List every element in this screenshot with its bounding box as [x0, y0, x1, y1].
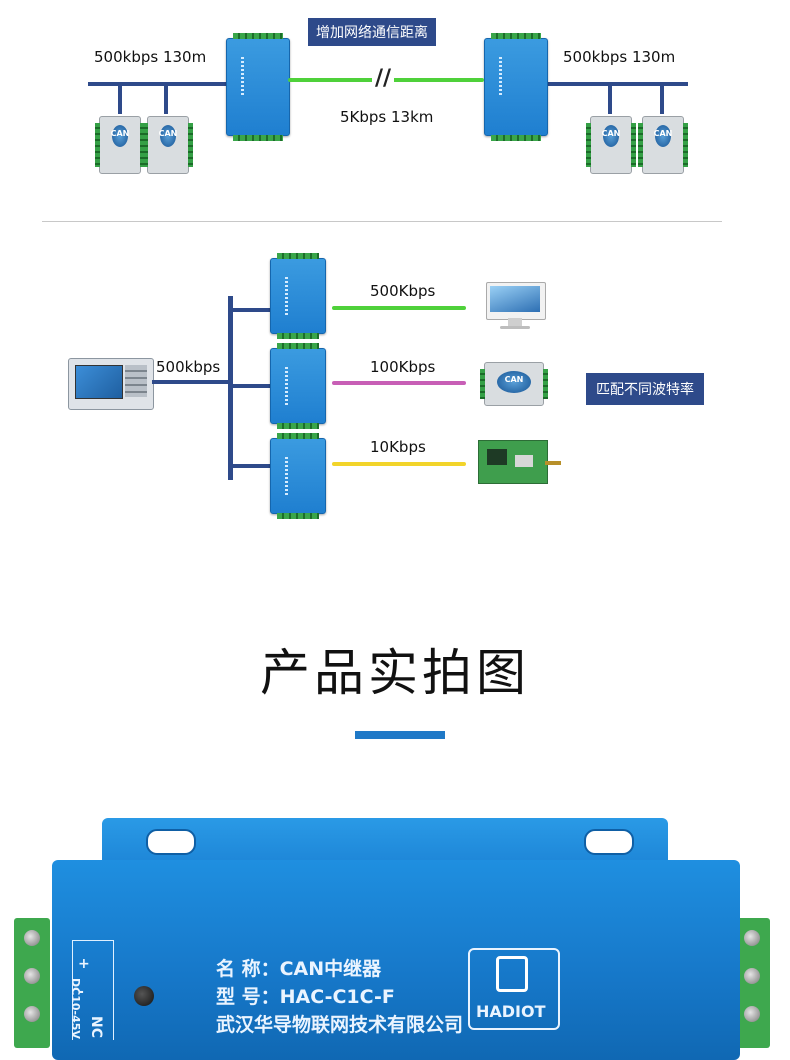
- product-photo-title: 产品实拍图: [260, 644, 530, 702]
- computer-monitor-icon: [486, 282, 546, 330]
- right-drop-2: [660, 84, 664, 114]
- title-underline: [355, 731, 445, 739]
- repeater-right: [484, 33, 548, 141]
- link-500kbps-label: 500Kbps: [370, 282, 436, 300]
- right-drop-1: [608, 84, 612, 114]
- nc-label: NC: [88, 1016, 104, 1038]
- power-label-box: [72, 940, 114, 1040]
- link-500kbps: [332, 306, 466, 310]
- terminal-screw: [744, 1006, 760, 1022]
- product-name-line: 名 称：CAN中继器: [216, 958, 382, 980]
- link-100kbps-label: 100Kbps: [370, 358, 436, 376]
- can-module-device: CAN: [480, 362, 548, 406]
- can-module-right-1: CAN: [586, 116, 636, 174]
- hadiot-logo: HADIOT: [468, 948, 560, 1030]
- link-speed-label: 5Kbps 13km: [340, 108, 434, 126]
- product-model-line: 型 号：HAC-C1C-F: [216, 986, 395, 1008]
- brand-label: HADIOT: [476, 1002, 546, 1021]
- company-name-line: 武汉华导物联网技术有限公司: [216, 1014, 464, 1036]
- hmi-host-device: [68, 358, 154, 410]
- mounting-slot-right: [584, 829, 634, 855]
- host-bus-line: [152, 380, 230, 384]
- can-module-left-2: CAN: [143, 116, 193, 174]
- left-drop-1: [118, 84, 122, 114]
- terminal-screw: [24, 930, 40, 946]
- link-break-mark: //: [372, 66, 395, 91]
- power-plus-label: +: [78, 956, 90, 972]
- mounting-slot-left: [146, 829, 196, 855]
- repeater-left: [226, 33, 290, 141]
- link-100kbps: [332, 381, 466, 385]
- right-bus-line: [548, 82, 688, 86]
- link-10kbps-label: 10Kbps: [370, 438, 426, 456]
- device-body: [52, 860, 740, 1060]
- terminal-screw: [744, 930, 760, 946]
- right-speed-label: 500kbps 130m: [563, 48, 676, 66]
- hd-logo-icon: [496, 956, 528, 992]
- pcb-board-icon: [478, 440, 561, 484]
- hmi-keys: [125, 365, 147, 397]
- vertical-bus: [228, 296, 233, 480]
- section-divider: [42, 221, 722, 222]
- left-drop-2: [164, 84, 168, 114]
- terminal-screw: [744, 968, 760, 984]
- repeater-3: [270, 433, 326, 519]
- repeater-1: [270, 253, 326, 339]
- repeater-2: [270, 343, 326, 429]
- branch-2: [230, 384, 270, 388]
- host-speed-label: 500kbps: [156, 358, 221, 376]
- branch-3: [230, 464, 270, 468]
- terminal-screw: [24, 968, 40, 984]
- extend-distance-badge: 增加网络通信距离: [308, 18, 436, 46]
- left-bus-line: [88, 82, 226, 86]
- branch-1: [230, 308, 270, 312]
- hmi-screen: [75, 365, 123, 399]
- can-module-left-1: CAN: [95, 116, 145, 174]
- left-speed-label: 500kbps 130m: [94, 48, 207, 66]
- match-baud-badge: 匹配不同波特率: [586, 373, 704, 405]
- status-led: [134, 986, 154, 1006]
- power-voltage-label: DC10-45V: [69, 978, 82, 1039]
- power-minus-label: -: [78, 984, 84, 1000]
- can-module-right-2: CAN: [638, 116, 688, 174]
- terminal-screw: [24, 1006, 40, 1022]
- link-10kbps: [332, 462, 466, 466]
